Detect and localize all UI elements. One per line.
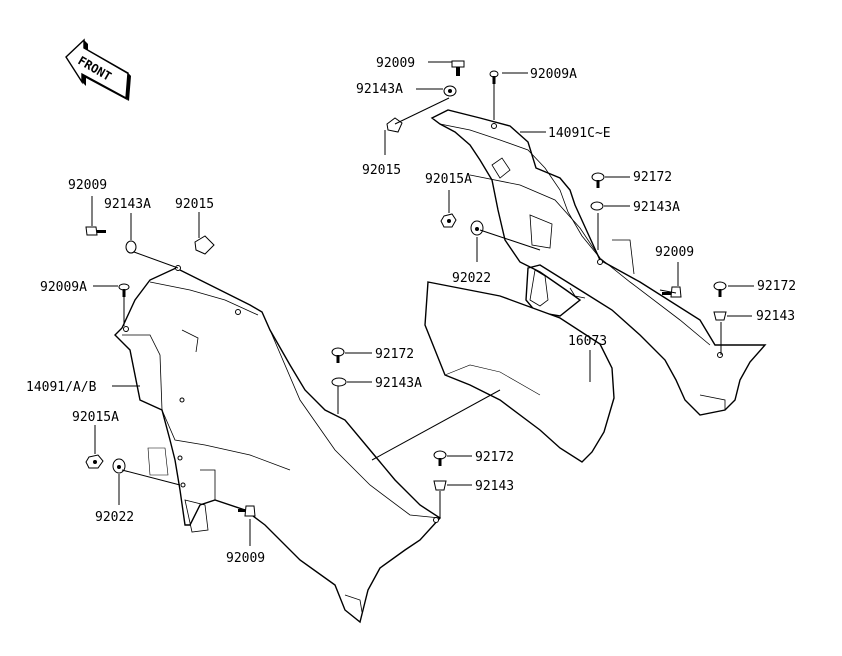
label-92172: 92172 [757,279,796,294]
washer-icon [590,201,604,211]
nut-icon [85,454,104,469]
screw-icon [433,450,447,466]
label-92015: 92015 [362,163,401,178]
label-92143A: 92143A [356,82,403,97]
label-16073: 16073 [568,334,607,349]
screw-icon [489,70,499,84]
front-arrow-icon: FRONT [65,38,131,101]
right-side-cover [430,109,767,416]
grommet-icon [713,311,727,321]
label-92143A: 92143A [104,197,151,212]
grommet-icon [433,480,447,491]
washer-icon [443,85,457,97]
label-92009: 92009 [376,56,415,71]
label-92009A: 92009A [530,67,577,82]
bolt-icon [85,226,106,236]
label-92015: 92015 [175,197,214,212]
label-92009: 92009 [226,551,265,566]
label-92172: 92172 [375,347,414,362]
label-92015A: 92015A [425,172,472,187]
screw-icon [713,281,727,297]
bolt-icon [662,286,682,298]
bolt-icon [451,60,465,76]
washer-icon [470,220,484,236]
screw-icon [591,172,605,188]
label-92022: 92022 [95,510,134,525]
label-92143A: 92143A [633,200,680,215]
bolt-icon [238,505,256,517]
label-92022: 92022 [452,271,491,286]
label-14091C-E: 14091C~E [548,126,611,141]
clip-icon [386,117,403,133]
label-92009: 92009 [655,245,694,260]
label-92172: 92172 [633,170,672,185]
label-92009: 92009 [68,178,107,193]
leader-lines [91,61,754,546]
callout-labels: 92009 92009A 92143A 14091C~E 92015 92015… [26,56,796,566]
fastener-icons [85,60,727,517]
label-14091-A-B: 14091/A/B [26,380,97,395]
screw-icon [118,283,130,297]
label-92009A: 92009A [40,280,87,295]
washer-icon [112,458,126,474]
label-92143: 92143 [756,309,795,324]
nut-icon [440,213,457,228]
label-92172: 92172 [475,450,514,465]
center-inner-panel [424,281,615,463]
screw-icon [331,347,345,363]
clip-icon [194,235,215,255]
label-92143A: 92143A [375,376,422,391]
washer-icon [125,240,137,254]
washer-icon [331,377,347,387]
label-92143: 92143 [475,479,514,494]
label-92015A: 92015A [72,410,119,425]
left-side-cover [114,265,442,624]
